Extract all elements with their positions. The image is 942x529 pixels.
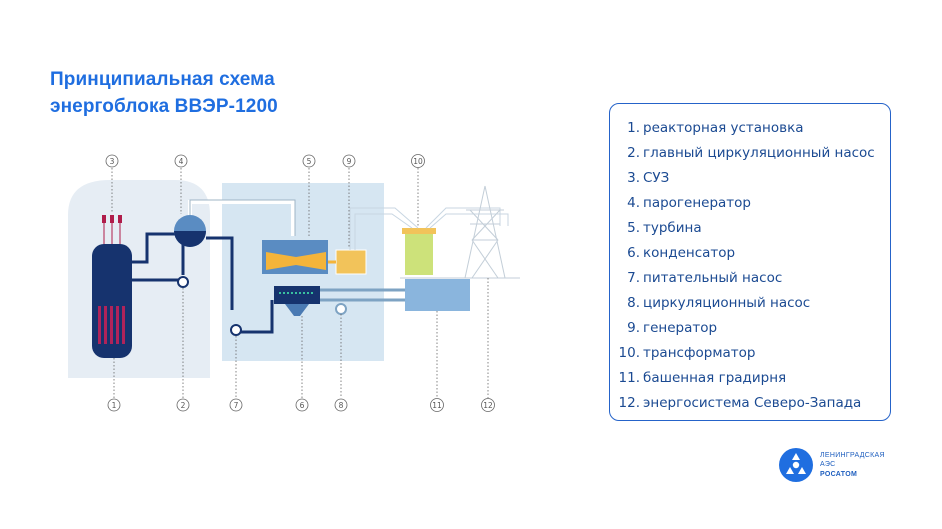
steam-generator xyxy=(174,215,206,247)
legend-number: 1. xyxy=(627,120,640,136)
control-rod-drives xyxy=(102,215,122,245)
callouts-bottom xyxy=(107,398,495,412)
callout-4: 4 xyxy=(179,157,184,166)
callout-1: 1 xyxy=(112,401,117,410)
callouts-top xyxy=(105,154,425,168)
legend-label: конденсатор xyxy=(643,245,736,261)
legend-item: 3.СУЗ xyxy=(610,166,890,191)
legend-label: трансформатор xyxy=(643,345,756,361)
callout-3: 3 xyxy=(110,157,115,166)
cooling-tower xyxy=(405,279,470,311)
cooling-water-lines xyxy=(320,288,406,302)
legend-label: турбина xyxy=(643,220,702,236)
title-line-1: Принципиальная схема xyxy=(50,69,275,90)
brand-line-1: ЛЕНИНГРАДСКАЯ xyxy=(820,452,885,459)
legend-item: 1.реакторная установка xyxy=(610,116,890,141)
legend-label: парогенератор xyxy=(643,195,751,211)
condenser xyxy=(274,286,320,316)
legend-list: 1.реакторная установка 2.главный циркуля… xyxy=(610,104,890,416)
legend-label: генератор xyxy=(643,320,718,336)
callout-11: 11 xyxy=(432,401,442,410)
legend-number: 5. xyxy=(627,220,640,236)
callout-12: 12 xyxy=(483,401,493,410)
callout-leaders xyxy=(111,168,489,398)
legend-number: 9. xyxy=(627,320,640,336)
legend-label: СУЗ xyxy=(643,170,670,186)
callout-8: 8 xyxy=(339,401,344,410)
legend-item: 5.турбина xyxy=(610,216,890,241)
brand-line-2: АЭС xyxy=(820,461,836,468)
legend-item: 2.главный циркуляционный насос xyxy=(610,141,890,166)
callout-2: 2 xyxy=(181,401,186,410)
legend-number: 11. xyxy=(618,370,640,386)
transmission-pylon xyxy=(400,185,520,279)
legend-number: 7. xyxy=(627,270,640,286)
legend-label: башенная градирня xyxy=(643,370,787,386)
callout-5: 5 xyxy=(307,157,312,166)
callout-10: 10 xyxy=(413,157,423,166)
feedwater-line xyxy=(206,236,274,334)
legend-item: 12.энергосистема Северо-Запада xyxy=(610,391,890,416)
callout-7: 7 xyxy=(234,401,239,410)
legend-number: 6. xyxy=(627,245,640,261)
legend-label: главный циркуляционный насос xyxy=(643,145,875,161)
rosatom-logo-icon xyxy=(779,448,813,482)
callout-9: 9 xyxy=(347,157,352,166)
legend-box: 1.реакторная установка 2.главный циркуля… xyxy=(609,103,891,421)
legend-label: питательный насос xyxy=(643,270,783,286)
legend-number: 4. xyxy=(627,195,640,211)
legend-item: 4.парогенератор xyxy=(610,191,890,216)
title-line-2: энергоблока ВВЭР-1200 xyxy=(50,96,278,117)
legend-label: реакторная установка xyxy=(643,120,804,136)
reactor-vessel xyxy=(92,244,132,358)
feedwater-pump xyxy=(230,324,242,336)
legend-label: энергосистема Северо-Запада xyxy=(643,395,862,411)
legend-item: 7.питательный насос xyxy=(610,266,890,291)
legend-item: 9.генератор xyxy=(610,316,890,341)
legend-number: 8. xyxy=(627,295,640,311)
legend-number: 2. xyxy=(627,145,640,161)
circulation-pump xyxy=(335,303,347,315)
brand-block: ЛЕНИНГРАДСКАЯ АЭС РОСАТОМ xyxy=(778,447,918,483)
generator xyxy=(328,249,367,275)
legend-number: 10. xyxy=(618,345,640,361)
legend-number: 3. xyxy=(627,170,640,186)
turbine xyxy=(262,240,328,274)
legend-item: 6.конденсатор xyxy=(610,241,890,266)
page-title: Принципиальная схема энергоблока ВВЭР-12… xyxy=(50,66,278,120)
power-unit-diagram: 3 4 5 9 10 1 2 7 6 8 11 12 xyxy=(68,154,520,412)
main-circulation-pump xyxy=(177,276,189,288)
primary-circuit xyxy=(132,232,185,282)
callout-6: 6 xyxy=(300,401,305,410)
brand-line-3: РОСАТОМ xyxy=(820,471,858,478)
legend-number: 12. xyxy=(618,395,640,411)
power-lines xyxy=(349,207,509,250)
transformer xyxy=(402,228,436,275)
legend-item: 10.трансформатор xyxy=(610,341,890,366)
legend-item: 11.башенная градирня xyxy=(610,366,890,391)
legend-item: 8.циркуляционный насос xyxy=(610,291,890,316)
legend-label: циркуляционный насос xyxy=(643,295,811,311)
